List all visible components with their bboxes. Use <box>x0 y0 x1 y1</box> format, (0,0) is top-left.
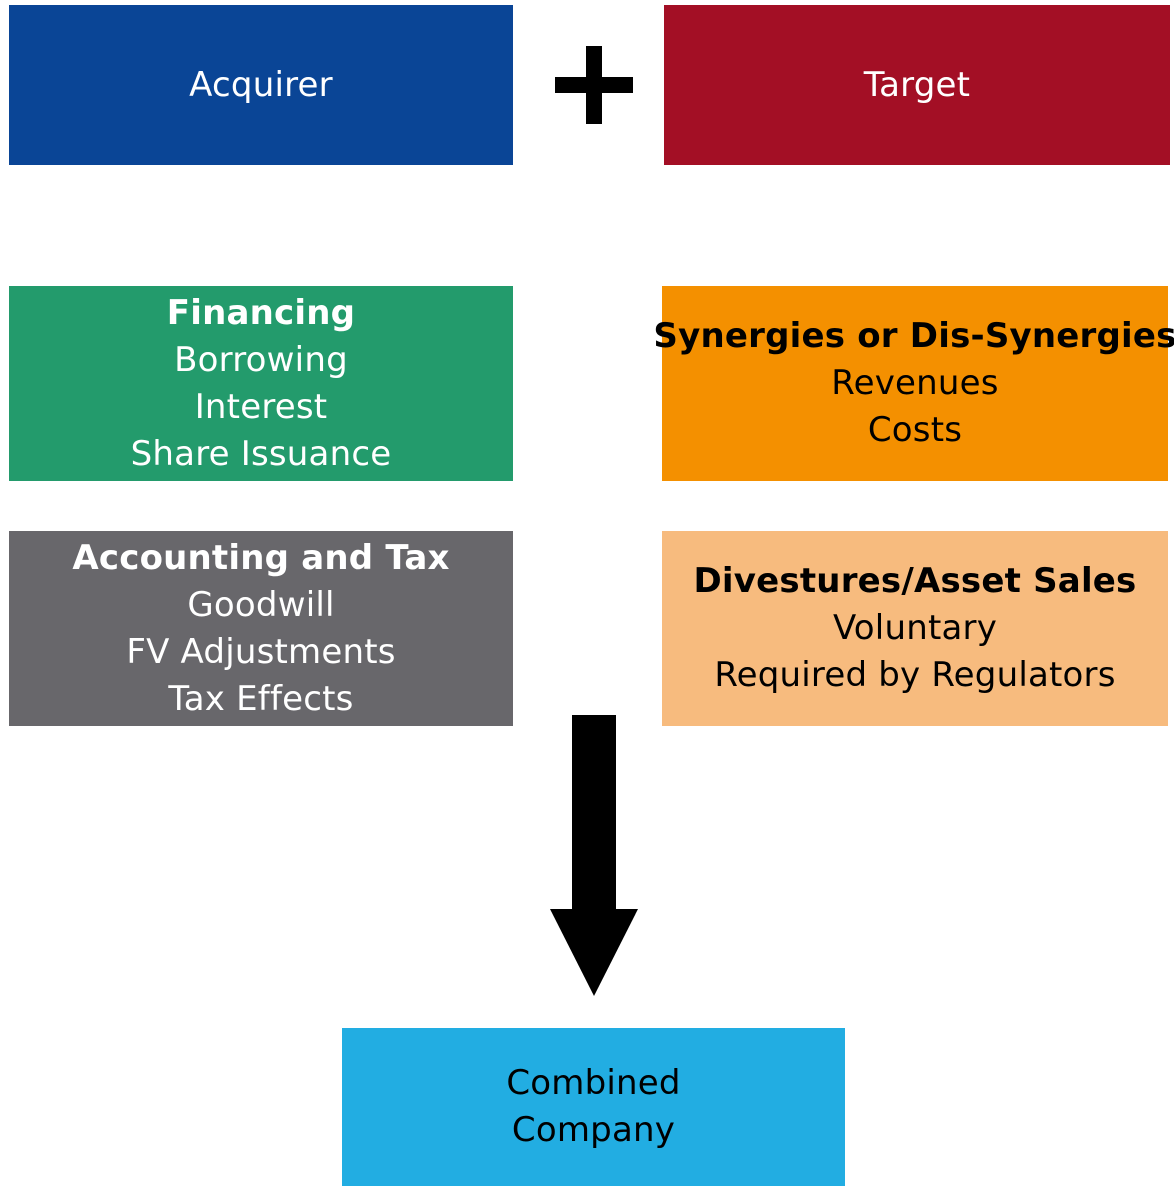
financing-title: Financing <box>166 292 356 333</box>
plus-icon <box>555 46 633 124</box>
financing-item: Interest <box>194 386 328 427</box>
accounting-item: Tax Effects <box>168 678 354 719</box>
down-arrow-icon <box>550 715 638 996</box>
accounting-box: Accounting and Tax Goodwill FV Adjustmen… <box>9 531 513 726</box>
divestures-item: Required by Regulators <box>714 655 1116 695</box>
accounting-item: FV Adjustments <box>126 631 396 672</box>
divestures-box: Divestures/Asset Sales Voluntary Require… <box>662 531 1168 726</box>
target-label: Target <box>863 64 971 105</box>
combined-label-line: Company <box>511 1110 676 1150</box>
financing-box: Financing Borrowing Interest Share Issua… <box>9 286 513 481</box>
accounting-item: Goodwill <box>187 584 335 625</box>
divestures-title: Divestures/Asset Sales <box>693 561 1137 601</box>
acquirer-label: Acquirer <box>189 64 333 105</box>
financing-item: Share Issuance <box>130 433 392 474</box>
target-box: Target <box>664 5 1170 165</box>
combined-label-line: Combined <box>506 1063 681 1103</box>
financing-item: Borrowing <box>174 339 348 380</box>
synergies-item: Revenues <box>831 363 999 403</box>
accounting-title: Accounting and Tax <box>72 537 450 578</box>
synergies-title: Synergies or Dis-Synergies <box>653 316 1174 356</box>
synergies-item: Costs <box>867 410 963 450</box>
combined-company-box: Combined Company <box>342 1028 845 1186</box>
divestures-item: Voluntary <box>832 608 998 648</box>
acquirer-box: Acquirer <box>9 5 513 165</box>
synergies-box: Synergies or Dis-Synergies Revenues Cost… <box>653 286 1174 481</box>
